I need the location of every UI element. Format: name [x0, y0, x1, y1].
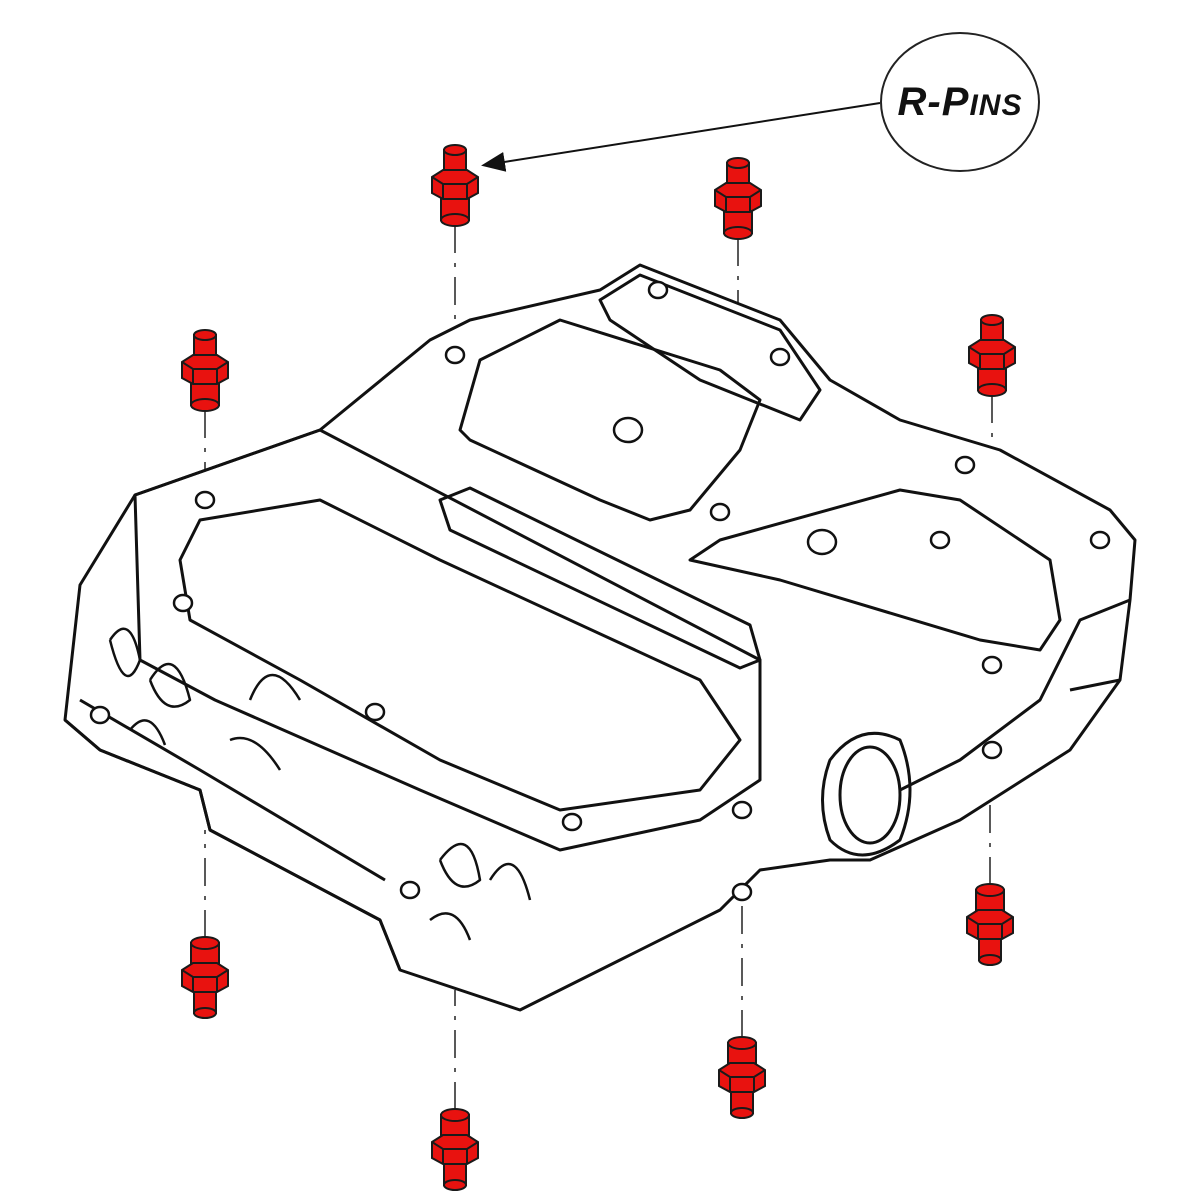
- top-plate-left: [133, 428, 762, 852]
- spindle-bore: [838, 745, 902, 845]
- r-pin-6: [431, 1108, 479, 1191]
- r-pins-callout: R-PINS: [880, 32, 1040, 172]
- r-pins: [181, 144, 1016, 1191]
- pocket-right-lower: [688, 488, 1062, 652]
- end-face-left: [64, 698, 402, 971]
- r-pin-3: [181, 329, 229, 412]
- r-pin-8: [966, 883, 1014, 966]
- r-pin-5: [181, 936, 229, 1019]
- r-pin-1: [431, 144, 479, 227]
- r-pin-4: [968, 314, 1016, 397]
- end-face-right: [899, 598, 1131, 792]
- r-pin-7: [718, 1036, 766, 1119]
- pin-holes: [89, 280, 1111, 902]
- callout-label: R-PINS: [897, 79, 1023, 124]
- side-cutouts: [108, 627, 532, 941]
- callout-leader-line: [481, 102, 881, 172]
- spindle-boss: [821, 731, 912, 857]
- center-bar: [438, 486, 762, 670]
- pocket-left: [178, 498, 742, 812]
- pocket-right-upper: [458, 318, 762, 522]
- r-pin-2: [714, 157, 762, 240]
- pedal-body: [63, 263, 1137, 1012]
